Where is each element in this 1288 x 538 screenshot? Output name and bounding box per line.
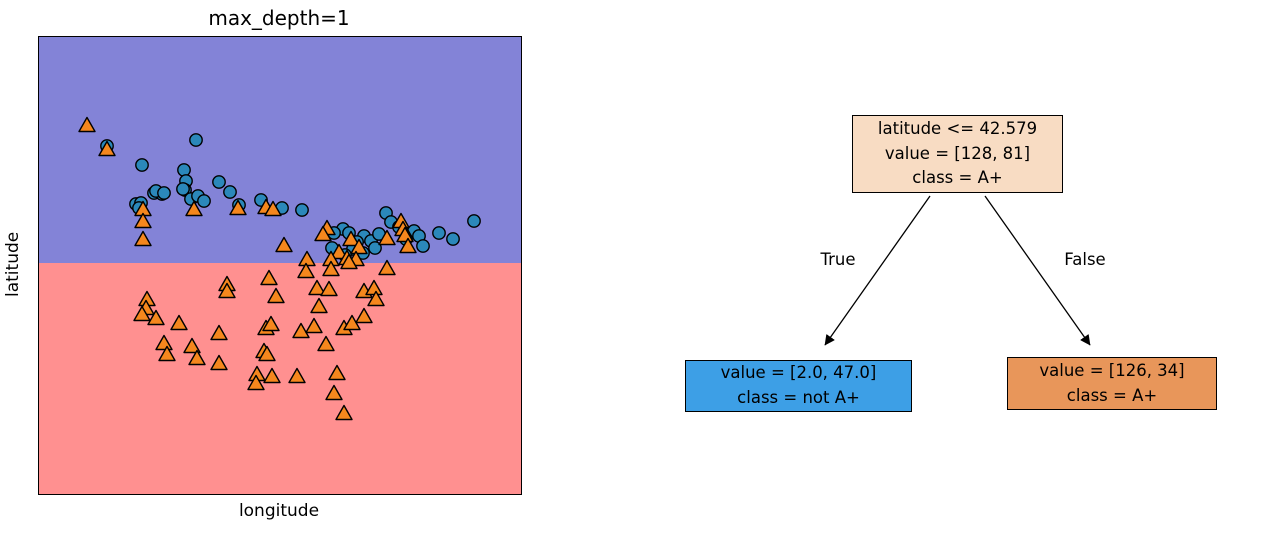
scatter-point-triangle: [263, 367, 281, 384]
edge-true-arrow: [824, 195, 931, 346]
scatter-point-triangle: [342, 230, 360, 247]
scatter-point-triangle: [210, 324, 228, 341]
scatter-axes: [38, 36, 522, 495]
scatter-point-triangle: [218, 282, 236, 299]
scatter-point-circle: [368, 241, 382, 255]
scatter-point-triangle: [247, 374, 265, 391]
scatter-point-triangle: [297, 262, 315, 279]
root-class: class = A+: [912, 168, 1003, 188]
scatter-point-triangle: [399, 237, 417, 254]
edge-label-false: False: [1064, 250, 1106, 269]
scatter-point-triangle: [325, 384, 343, 401]
scatter-point-triangle: [322, 260, 340, 277]
scatter-point-triangle: [262, 315, 280, 332]
scatter-point-triangle: [229, 199, 247, 216]
scatter-point-circle: [467, 214, 481, 228]
root-condition: latitude <= 42.579: [877, 118, 1038, 138]
y-axis-label: latitude: [3, 231, 23, 298]
scatter-point-triangle: [328, 364, 346, 381]
scatter-point-triangle: [258, 345, 276, 362]
scatter-point-circle: [176, 182, 190, 196]
scatter-point-circle: [416, 239, 430, 253]
scatter-point-triangle: [275, 236, 293, 253]
edge-label-true: True: [820, 250, 856, 269]
root-value: value = [128, 81]: [884, 143, 1031, 163]
scatter-point-triangle: [320, 280, 338, 297]
scatter-point-triangle: [188, 349, 206, 366]
scatter-point-triangle: [335, 404, 353, 421]
scatter-point-triangle: [267, 287, 285, 304]
scatter-point-triangle: [158, 345, 176, 362]
tree-root-node: latitude <= 42.579 value = [128, 81] cla…: [852, 115, 1063, 193]
scatter-point-triangle: [367, 290, 385, 307]
scatter-point-triangle: [78, 116, 96, 133]
scatter-point-triangle: [147, 309, 165, 326]
scatter-point-triangle: [317, 335, 335, 352]
upper-region: [39, 37, 521, 263]
x-axis-label: longitude: [238, 501, 320, 521]
scatter-point-circle: [197, 194, 211, 208]
scatter-point-triangle: [378, 229, 396, 246]
scatter-canvas: [39, 37, 521, 494]
tree-leaf-a-plus: value = [126, 34] class = A+: [1007, 357, 1217, 410]
scatter-point-triangle: [170, 314, 188, 331]
scatter-point-circle: [295, 203, 309, 217]
scatter-point-circle: [446, 232, 460, 246]
scatter-point-triangle: [396, 226, 414, 243]
scatter-point-triangle: [185, 200, 203, 217]
scatter-point-triangle: [308, 279, 326, 296]
leaf-left-value: value = [2.0, 47.0]: [720, 363, 877, 383]
scatter-point-circle: [212, 175, 226, 189]
scatter-point-triangle: [134, 230, 152, 247]
tree-leaf-not-a-plus: value = [2.0, 47.0] class = not A+: [685, 360, 912, 412]
scatter-point-triangle: [98, 140, 116, 157]
scatter-point-triangle: [330, 243, 348, 260]
scatter-point-circle: [189, 133, 203, 147]
scatter-point-circle: [177, 163, 191, 177]
leaf-right-class: class = A+: [1066, 385, 1158, 405]
scatter-point-triangle: [340, 253, 358, 270]
scatter-point-circle: [135, 158, 149, 172]
scatter-point-triangle: [350, 238, 368, 255]
scatter-point-triangle: [355, 307, 373, 324]
scatter-point-circle: [223, 185, 237, 199]
leaf-left-class: class = not A+: [737, 388, 860, 407]
scatter-point-triangle: [310, 297, 328, 314]
scatter-point-triangle: [183, 337, 201, 354]
scatter-point-circle: [432, 226, 446, 240]
scatter-point-triangle: [264, 200, 282, 217]
edge-false-arrow: [984, 195, 1091, 346]
scatter-point-triangle: [305, 317, 323, 334]
scatter-point-triangle: [134, 212, 152, 229]
scatter-point-triangle: [378, 259, 396, 276]
scatter-point-triangle: [260, 269, 278, 286]
leaf-right-value: value = [126, 34]: [1039, 360, 1185, 380]
scatter-point-triangle: [288, 367, 306, 384]
scatter-point-triangle: [210, 354, 228, 371]
scatter-point-circle: [157, 186, 171, 200]
plot-title: max_depth=1: [208, 6, 350, 30]
scatter-point-triangle: [155, 334, 173, 351]
scatter-point-triangle: [292, 322, 310, 339]
scatter-point-triangle: [133, 305, 151, 322]
scatter-point-triangle: [314, 225, 332, 242]
